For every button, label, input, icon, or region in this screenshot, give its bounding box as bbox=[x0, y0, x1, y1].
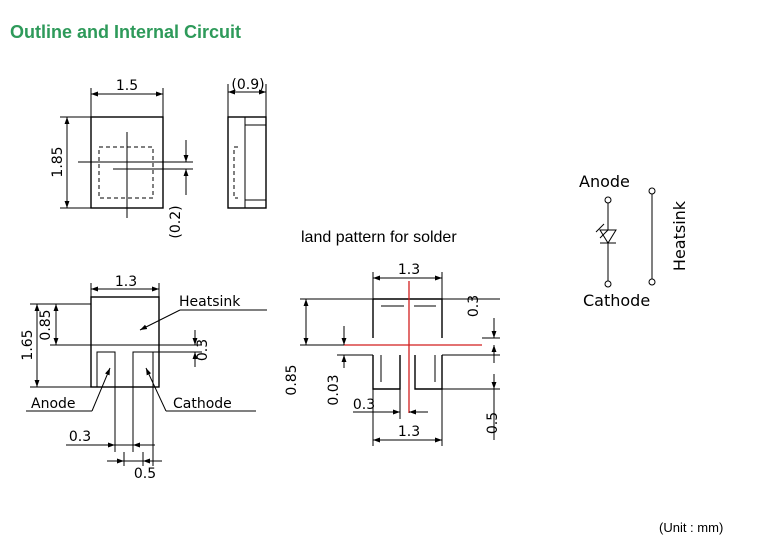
circuit-cathode-label: Cathode bbox=[583, 291, 650, 310]
land-pattern: 1.3 0.3 0.5 0.85 0.03 0.3 1.3 bbox=[284, 262, 501, 446]
side-view: (0.9) bbox=[227, 77, 267, 209]
internal-circuit: Anode Cathode Heatsink bbox=[579, 172, 689, 310]
land-pad-height-label: 0.5 bbox=[485, 412, 501, 434]
bottom-heatsink-label: Heatsink bbox=[179, 294, 241, 310]
bottom-view: 1.3 1.65 0.85 0.3 Heatsink Anode Cathode bbox=[20, 274, 267, 482]
side-view-body bbox=[227, 116, 267, 209]
land-pattern-title: land pattern for solder bbox=[301, 229, 457, 246]
heatsink-terminal-bottom bbox=[648, 278, 656, 286]
bottom-width-label: 1.3 bbox=[115, 274, 137, 290]
land-height-left-label: 0.85 bbox=[284, 364, 300, 395]
heatsink-height-label: 0.85 bbox=[38, 309, 54, 340]
pad-width-label: 0.3 bbox=[69, 429, 91, 445]
land-height-top-label: 0.3 bbox=[466, 295, 482, 317]
circuit-anode-label: Anode bbox=[579, 172, 630, 191]
bottom-cathode-label: Cathode bbox=[173, 396, 232, 412]
land-pad-width-label: 0.3 bbox=[353, 397, 375, 413]
land-width-bottom-label: 1.3 bbox=[398, 424, 420, 440]
cathode-terminal bbox=[604, 280, 612, 288]
land-anode-pad bbox=[372, 355, 401, 390]
anode-terminal bbox=[604, 196, 612, 204]
page-title: Outline and Internal Circuit bbox=[10, 22, 242, 42]
heatsink-terminal-top bbox=[648, 187, 656, 195]
top-view-die bbox=[98, 146, 154, 199]
bottom-view-body bbox=[90, 296, 160, 388]
bottom-anode-label: Anode bbox=[31, 396, 76, 412]
led-diode-icon bbox=[599, 229, 617, 244]
offset-label: (0.2) bbox=[168, 205, 184, 238]
land-width-top-label: 1.3 bbox=[398, 262, 420, 278]
circuit-heatsink-label: Heatsink bbox=[670, 200, 689, 271]
pad-pitch-label: 0.5 bbox=[134, 466, 156, 482]
width-label: 1.5 bbox=[116, 78, 138, 94]
height-label: 1.85 bbox=[50, 146, 66, 177]
total-height-label: 1.65 bbox=[20, 329, 36, 360]
anode-pad bbox=[96, 351, 116, 388]
land-offset-label: 0.03 bbox=[326, 374, 342, 405]
gap-label: 0.3 bbox=[195, 339, 211, 361]
thickness-label: (0.9) bbox=[231, 77, 264, 93]
top-view: 1.5 1.85 (0.2) bbox=[50, 78, 193, 239]
unit-note: (Unit : mm) bbox=[659, 520, 724, 535]
land-heatsink-pad bbox=[372, 298, 443, 338]
cathode-pad bbox=[132, 351, 154, 388]
land-cathode-pad bbox=[414, 355, 443, 390]
